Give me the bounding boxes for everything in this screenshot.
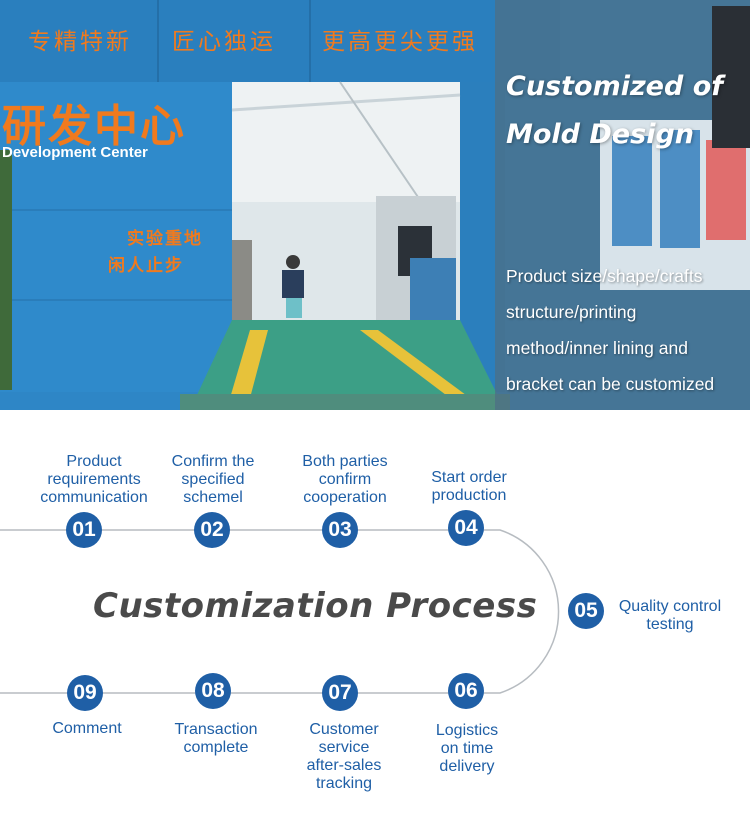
step-label-06: Logistics on time delivery — [397, 722, 537, 776]
step-label-line: specified — [181, 471, 245, 488]
slogan-middle: 匠心独运 — [172, 29, 276, 55]
process-track-line — [0, 529, 560, 694]
step-label-line: Transaction — [174, 721, 258, 738]
step-label-02: Confirm the specified schemel — [143, 453, 283, 507]
hero-desc-line: structure/printing — [506, 302, 637, 322]
step-label-line: production — [431, 487, 507, 504]
step-label-line: Comment — [52, 720, 122, 737]
step-label-line: delivery — [439, 758, 495, 775]
step-label-line: complete — [183, 739, 249, 756]
lab-sign-line2: 闲人止步 — [108, 256, 184, 276]
hero-title-line2: Mold Design — [506, 119, 694, 150]
development-center-cn: 研发中心 — [2, 101, 186, 152]
hero-desc-line: bracket can be customized — [506, 374, 715, 394]
step-number-09: 09 — [67, 675, 103, 711]
step-label-line: service — [318, 739, 370, 756]
hero-title: Customized of Mold Design — [506, 63, 750, 159]
step-label-line: confirm — [318, 471, 372, 488]
process-title: Customization Process — [93, 586, 538, 626]
hero-title-line1: Customized of — [506, 71, 724, 102]
step-label-line: Product — [66, 453, 122, 470]
step-number-05: 05 — [568, 593, 604, 629]
step-label-line: Both parties — [302, 453, 388, 470]
step-number-03: 03 — [322, 512, 358, 548]
step-label-01: Product requirements communication — [24, 453, 164, 507]
step-label-line: testing — [646, 616, 694, 633]
step-label-line: on time — [440, 740, 494, 757]
step-label-05: Quality control testing — [600, 598, 740, 634]
step-number-02: 02 — [194, 512, 230, 548]
step-label-04: Start order production — [399, 469, 539, 505]
step-label-line: requirements — [47, 471, 141, 488]
step-label-line: Logistics — [435, 722, 499, 739]
step-label-line: schemel — [183, 489, 243, 506]
step-label-07: Customer service after-sales tracking — [274, 721, 414, 793]
step-label-03: Both parties confirm cooperation — [275, 453, 415, 507]
step-label-line: Confirm the — [171, 453, 255, 470]
step-number-04: 04 — [448, 510, 484, 546]
step-label-line: tracking — [315, 775, 373, 792]
factory-photo — [0, 0, 750, 410]
development-center-en: Development Center — [2, 144, 148, 161]
slogan-left: 专精特新 — [28, 29, 132, 55]
step-label-line: Start order — [431, 469, 507, 486]
step-number-08: 08 — [195, 673, 231, 709]
slogan-right: 更高更尖更强 — [322, 29, 478, 55]
lab-sign-line1: 实验重地 — [127, 229, 203, 249]
step-label-line: communication — [40, 489, 148, 506]
customization-process: Customization Process 01 02 03 04 05 06 … — [0, 410, 750, 820]
step-label-line: Customer — [309, 721, 379, 738]
step-label-09: Comment — [17, 720, 157, 738]
step-label-08: Transaction complete — [146, 721, 286, 757]
step-number-01: 01 — [66, 512, 102, 548]
hero-desc-line: Product size/shape/crafts — [506, 266, 703, 286]
step-label-line: Quality control — [618, 598, 722, 615]
hero-description: Product size/shape/crafts structure/prin… — [506, 258, 750, 402]
hero-banner: 专精特新 匠心独运 更高更尖更强 研发中心 Development Center… — [0, 0, 750, 410]
step-label-line: cooperation — [303, 489, 387, 506]
step-number-06: 06 — [448, 673, 484, 709]
step-number-07: 07 — [322, 675, 358, 711]
step-label-line: after-sales — [306, 757, 382, 774]
hero-desc-line: method/inner lining and — [506, 338, 688, 358]
